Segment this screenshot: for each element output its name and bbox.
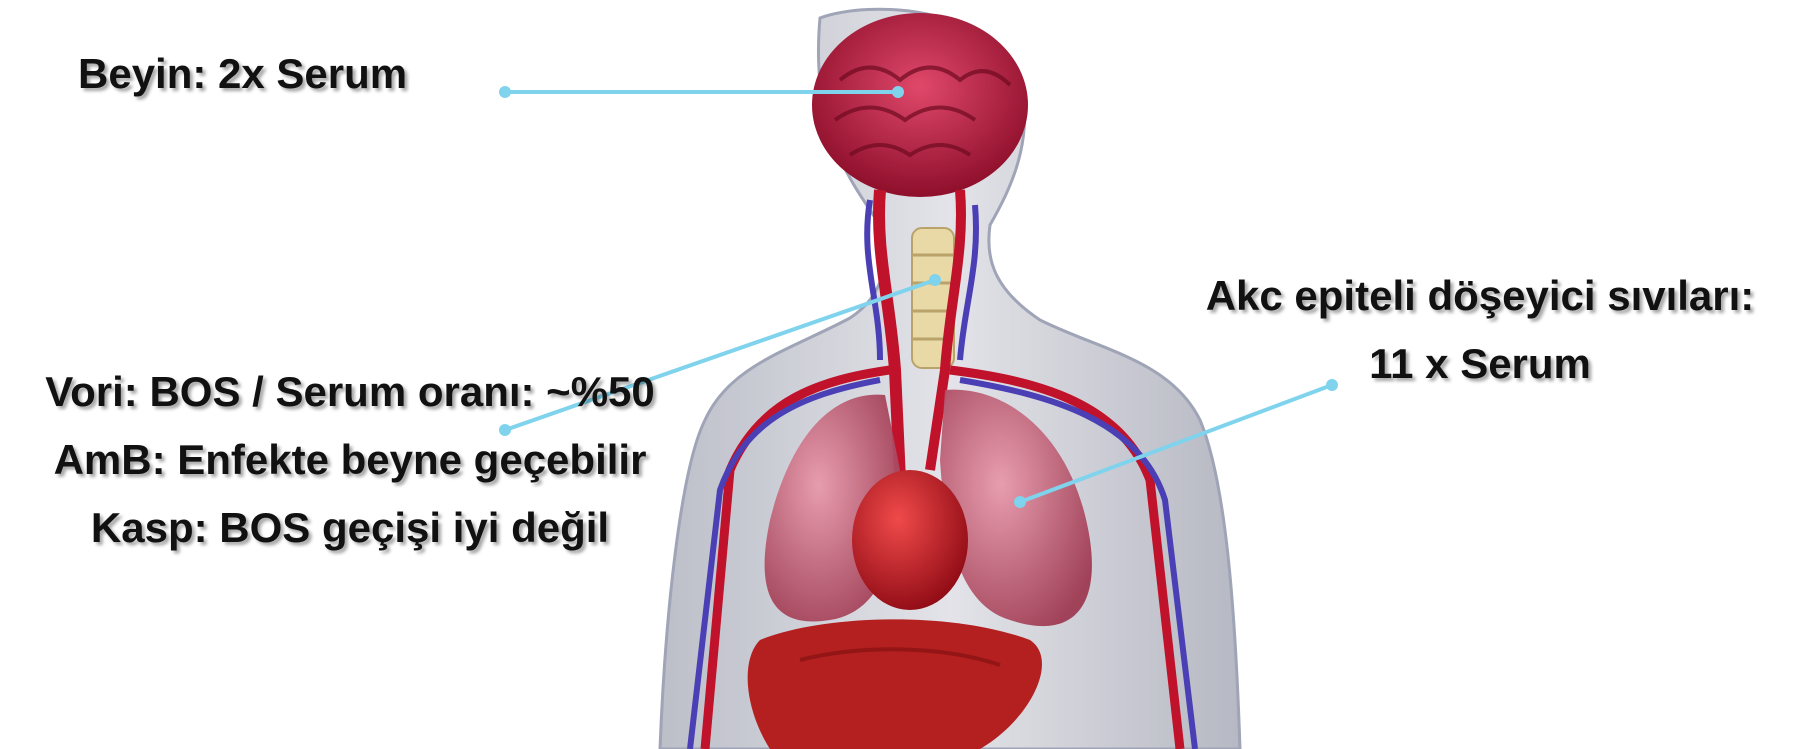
lung-fluid-label-line1: Akc epiteli döşeyici sıvıları: bbox=[1165, 262, 1795, 330]
brain-pointer-dot-end bbox=[892, 86, 904, 98]
brain bbox=[812, 13, 1028, 197]
drug-csf-label-block: Vori: BOS / Serum oranı: ~%50 AmB: Enfek… bbox=[0, 358, 700, 562]
lung-fluid-label: Akc epiteli döşeyici sıvıları: 11 x Seru… bbox=[1165, 262, 1795, 398]
brain-pointer-dot-start bbox=[499, 86, 511, 98]
kasp-label: Kasp: BOS geçişi iyi değil bbox=[0, 494, 700, 562]
spine-pointer-dot-end bbox=[929, 274, 941, 286]
vori-label: Vori: BOS / Serum oranı: ~%50 bbox=[0, 358, 700, 426]
liver bbox=[748, 619, 1042, 749]
amb-label: AmB: Enfekte beyne geçebilir bbox=[0, 426, 700, 494]
heart bbox=[852, 470, 968, 610]
lung-pointer-dot-start bbox=[1014, 496, 1026, 508]
brain-label: Beyin: 2x Serum bbox=[78, 50, 407, 98]
lung-fluid-label-line2: 11 x Serum bbox=[1165, 330, 1795, 398]
